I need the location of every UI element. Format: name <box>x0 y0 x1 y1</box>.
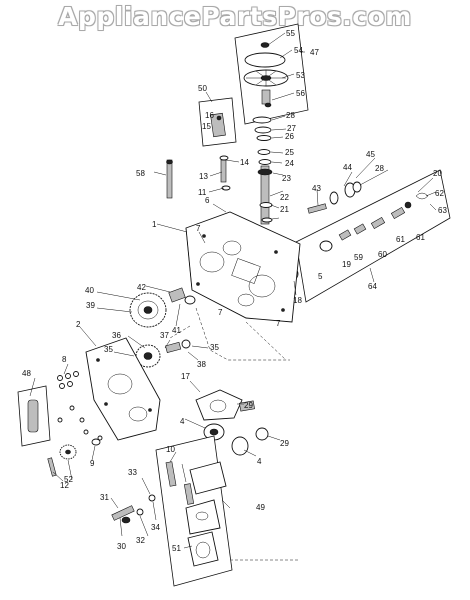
callout-13: 13 <box>199 172 208 181</box>
callout-27: 27 <box>287 124 296 133</box>
callout-20: 20 <box>433 169 442 178</box>
small-gear <box>135 339 191 368</box>
callout-39: 39 <box>86 301 95 310</box>
callout-18: 18 <box>293 296 302 305</box>
callout-47: 47 <box>310 48 319 57</box>
callout-11: 11 <box>198 188 207 197</box>
callout-24: 24 <box>285 159 294 168</box>
callout-28a: 28 <box>286 111 295 120</box>
callout-19: 19 <box>342 260 351 269</box>
callout-38: 38 <box>197 360 206 369</box>
callout-52: 52 <box>64 475 73 484</box>
callout-61b: 61 <box>416 233 425 242</box>
assembly-64-box <box>295 169 451 303</box>
callout-29b: 29 <box>280 439 289 448</box>
callout-45: 45 <box>366 150 375 159</box>
callout-59: 59 <box>354 253 363 262</box>
callout-49: 49 <box>256 503 265 512</box>
assembly-49-box <box>155 435 233 587</box>
assembly-48-box <box>17 385 51 447</box>
callout-5: 5 <box>318 272 323 281</box>
callout-58: 58 <box>136 169 145 178</box>
callout-51: 51 <box>172 544 181 553</box>
callout-14: 14 <box>240 158 249 167</box>
callout-48: 48 <box>22 369 31 378</box>
callout-30: 30 <box>117 542 126 551</box>
assembly-47-box <box>234 23 309 125</box>
main-housing <box>185 211 301 323</box>
valve-parts <box>111 494 156 524</box>
callout-9: 9 <box>90 459 95 468</box>
callout-62: 62 <box>435 189 444 198</box>
leader-lines <box>29 32 437 549</box>
callout-7a: 7 <box>196 224 201 233</box>
callout-35b: 35 <box>104 345 113 354</box>
callout-36: 36 <box>112 331 121 340</box>
callout-4a: 4 <box>180 417 185 426</box>
callout-31: 31 <box>100 493 109 502</box>
lower-left-parts <box>47 438 101 477</box>
callout-6: 6 <box>205 196 210 205</box>
callout-50: 50 <box>198 84 207 93</box>
callout-1: 1 <box>152 220 157 229</box>
callout-44: 44 <box>343 163 352 172</box>
callout-10: 10 <box>166 445 175 454</box>
callout-21: 21 <box>280 205 289 214</box>
callout-41: 41 <box>172 326 181 335</box>
callout-37: 37 <box>160 331 169 340</box>
callout-42: 42 <box>137 283 146 292</box>
cover-plate <box>85 337 161 441</box>
part-58-pin <box>166 159 173 199</box>
callout-43: 43 <box>312 184 321 193</box>
callout-23: 23 <box>282 174 291 183</box>
callout-12: 12 <box>60 481 69 490</box>
callout-28b: 28 <box>375 164 384 173</box>
callout-55: 55 <box>286 29 295 38</box>
callout-32: 32 <box>136 536 145 545</box>
center-lower-parts <box>195 389 269 456</box>
large-gear <box>129 287 196 328</box>
callout-54: 54 <box>294 46 303 55</box>
center-shaft-stack <box>252 116 274 238</box>
callout-60: 60 <box>378 250 387 259</box>
callout-16: 16 <box>205 111 214 120</box>
callout-35a: 35 <box>210 343 219 352</box>
callout-29a: 29 <box>244 401 253 410</box>
bolts-8 <box>57 371 103 441</box>
callout-56: 56 <box>296 89 305 98</box>
callout-34: 34 <box>151 523 160 532</box>
callout-2: 2 <box>76 320 81 329</box>
callout-8: 8 <box>62 355 67 364</box>
callout-63: 63 <box>438 206 447 215</box>
left-pin-parts <box>219 155 231 191</box>
callout-4b: 4 <box>257 457 262 466</box>
callout-labels: 1 2 4 4 5 6 7 7 7 8 9 10 11 12 13 14 15 … <box>22 29 447 553</box>
callout-25: 25 <box>285 148 294 157</box>
callout-40: 40 <box>85 286 94 295</box>
callout-7b: 7 <box>276 319 281 328</box>
callout-53: 53 <box>296 71 305 80</box>
callout-17: 17 <box>181 372 190 381</box>
callout-61a: 61 <box>396 235 405 244</box>
callout-15: 15 <box>202 122 211 131</box>
callout-22: 22 <box>280 193 289 202</box>
callout-33: 33 <box>128 468 137 477</box>
watermark-logo: AppliancePartsPros.com <box>58 2 412 31</box>
callout-7c: 7 <box>218 308 223 317</box>
callout-26: 26 <box>285 132 294 141</box>
callout-64: 64 <box>368 282 377 291</box>
assembly-50-box <box>198 97 237 147</box>
